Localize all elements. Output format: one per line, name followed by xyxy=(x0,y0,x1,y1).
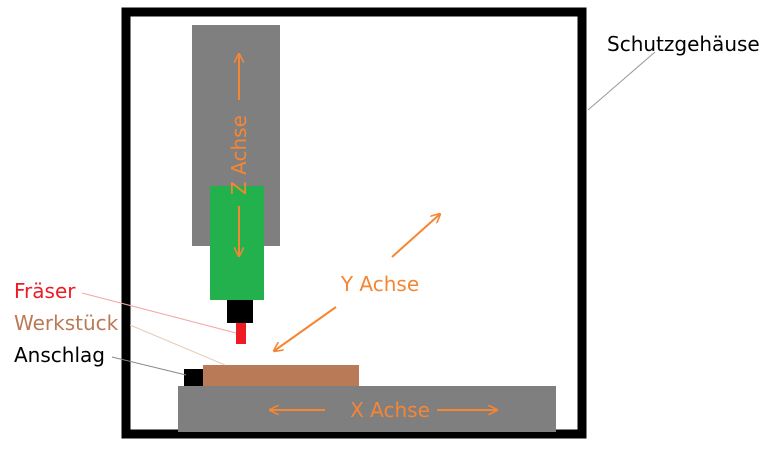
stop-block xyxy=(184,369,203,386)
cutter xyxy=(236,323,246,344)
stop-leader-line xyxy=(111,356,187,376)
protective-housing xyxy=(121,7,587,439)
stop-label: Anschlag xyxy=(14,343,105,367)
x-axis-label: X Achse xyxy=(350,398,430,422)
cutter-leader-line xyxy=(81,292,237,334)
housing-leader-line xyxy=(587,51,656,111)
y-axis-arrow-back xyxy=(391,214,440,258)
workpiece-label: Werkstück xyxy=(14,311,119,335)
workpiece-leader-line xyxy=(129,324,226,366)
workpiece xyxy=(203,365,359,386)
spindle xyxy=(210,186,264,300)
housing-label: Schutzgehäuse xyxy=(607,32,760,56)
y-axis-arrow-front xyxy=(274,306,337,351)
y-axis-label: Y Achse xyxy=(340,272,419,296)
tool-holder xyxy=(227,300,253,323)
cutter-label: Fräser xyxy=(14,279,76,303)
z-axis-label: Z Achse xyxy=(227,115,251,195)
